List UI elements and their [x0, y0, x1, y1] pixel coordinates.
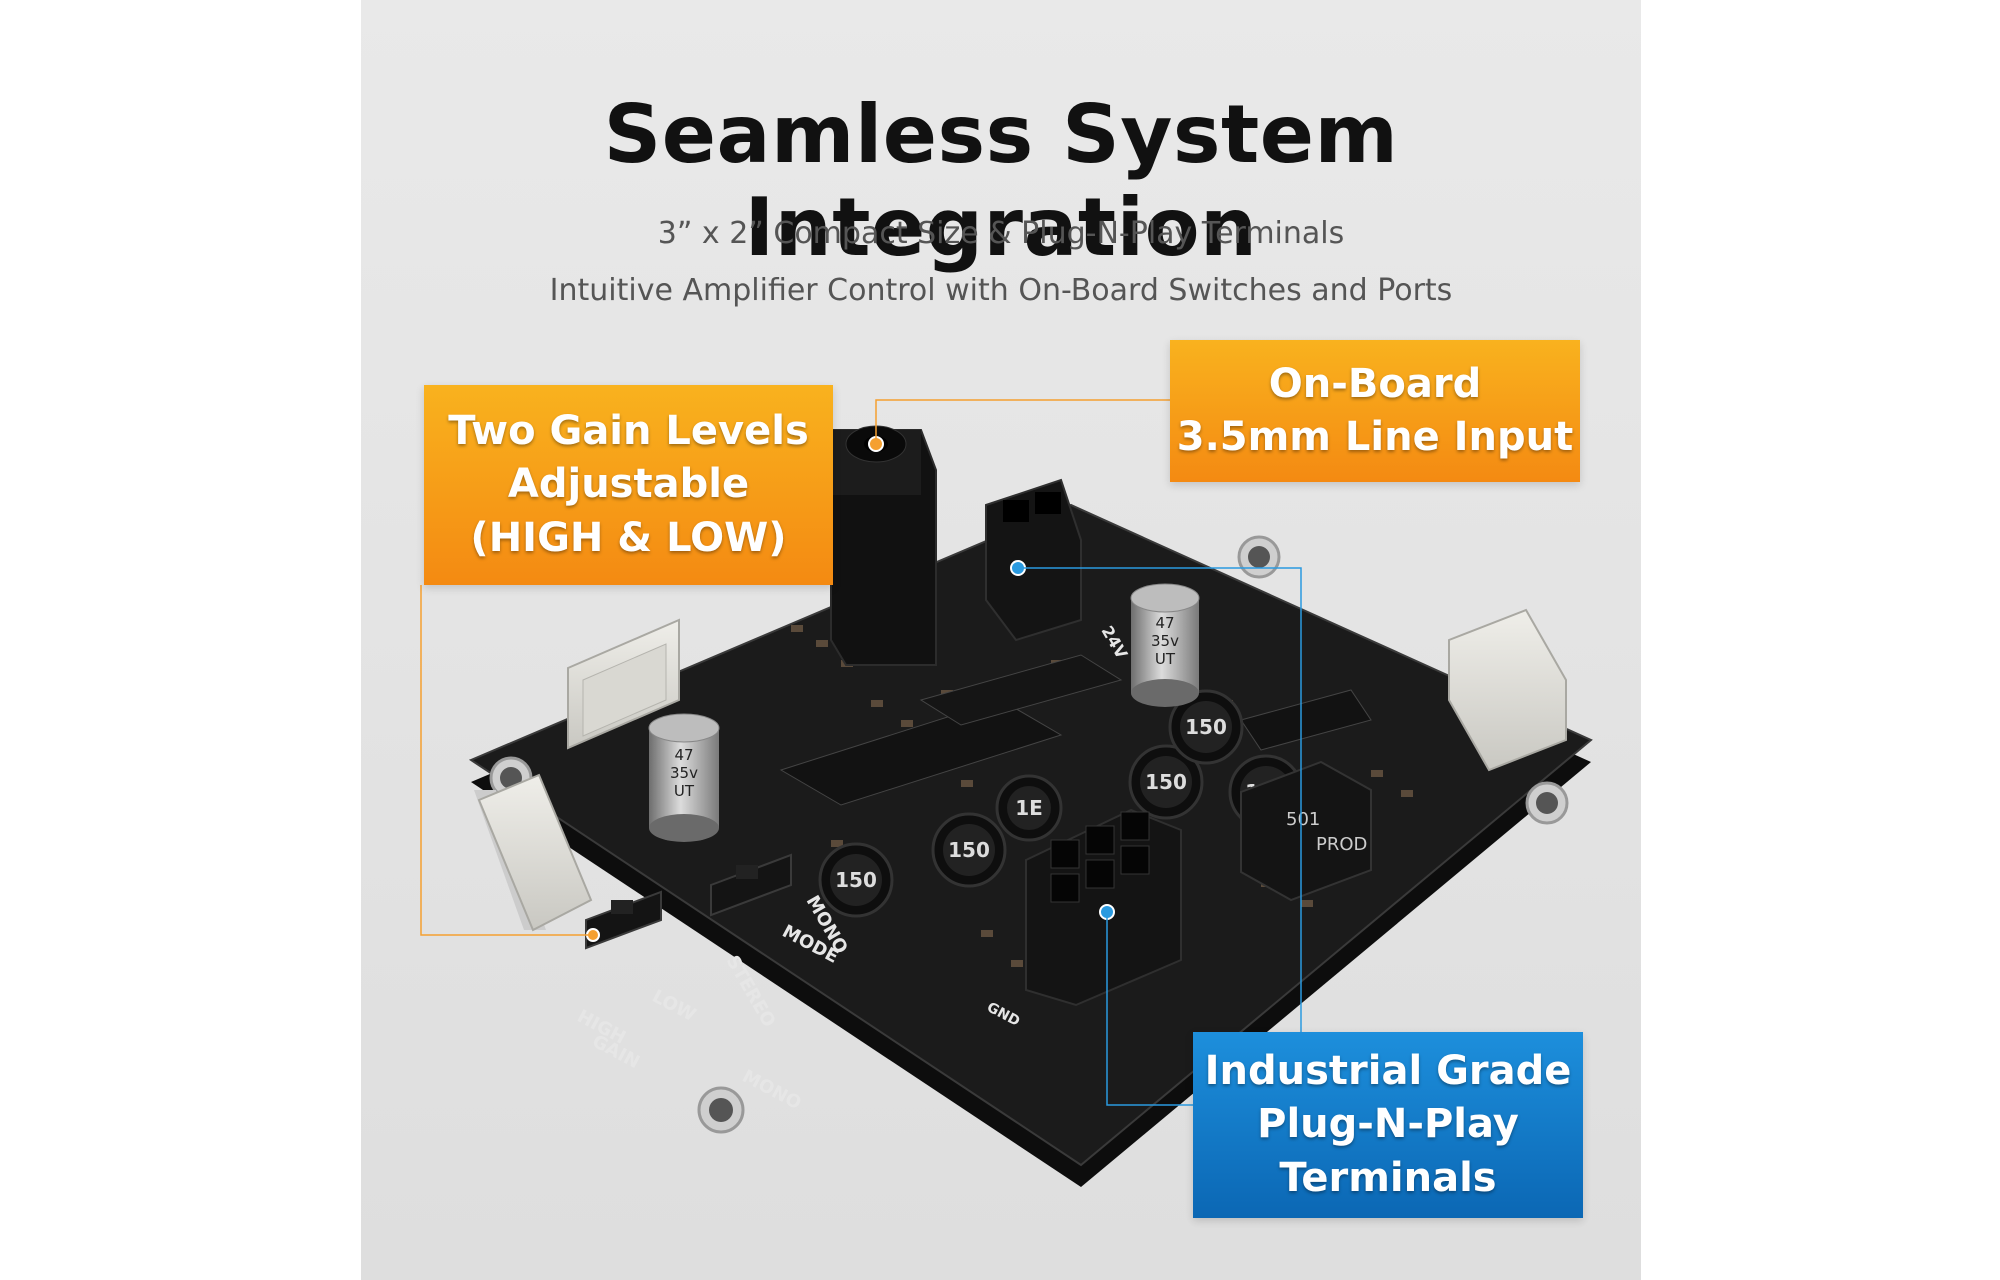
jst-connector-right [1448, 608, 1567, 772]
audio-jack-3-5mm [830, 425, 937, 666]
callout-gain-levels: Two Gain Levels Adjustable (HIGH & LOW) [424, 385, 833, 585]
cap-value: 47 [674, 746, 693, 764]
page-title: Seamless System Integration [603, 88, 1399, 274]
cap-voltage: 35v [670, 764, 698, 782]
callout-gain-line2: Adjustable [507, 461, 750, 508]
cap-series: UT [1155, 650, 1176, 668]
cap-voltage: 35v [1151, 632, 1179, 650]
gain-switch [585, 890, 662, 950]
callout-line-input-line1: On-Board [1268, 360, 1482, 407]
speaker-terminal-leader [1106, 912, 1193, 1106]
callout-leaders [420, 399, 1302, 1106]
callout-gain-line3: (HIGH & LOW) [470, 514, 787, 561]
callout-terminals-line3: Terminals [1279, 1154, 1497, 1201]
inductor-label: 150 [1185, 715, 1227, 739]
subtitle-control: Intuitive Amplifier Control with On-Boar… [549, 273, 1453, 308]
callout-gain-line1: Two Gain Levels [448, 408, 809, 455]
silkscreen-mono-led: MONO [739, 1066, 805, 1114]
mode-switch [710, 853, 792, 917]
inductor-label: 150 [835, 868, 877, 892]
inductors: 150 150 1E 150 150 150 [818, 689, 1304, 918]
speaker-terminal-6pin [1025, 808, 1182, 1007]
gain-leader [420, 585, 593, 936]
callout-line-input: On-Board 3.5mm Line Input [1170, 340, 1580, 482]
power-prod: PROD [1316, 834, 1367, 855]
jst-connector-top-left [567, 618, 680, 750]
jst-connector-left [474, 773, 593, 932]
inductor-label: 1E [1015, 796, 1043, 820]
cap-series: UT [674, 782, 695, 800]
capacitor-left: 47 35v UT [648, 713, 720, 842]
ic-chips [779, 654, 1372, 806]
callout-line-input-line2: 3.5mm Line Input [1176, 414, 1574, 460]
power-terminal-leader [1018, 567, 1302, 1032]
power-mark: 501 [1286, 809, 1320, 830]
silkscreen-low: LOW [649, 986, 700, 1026]
cap-value: 47 [1155, 614, 1174, 632]
inductor-label: 150 [1145, 770, 1187, 794]
subtitle-size: 3” x 2” Compact Size & Plug-N-Play Termi… [657, 216, 1345, 251]
line-input-leader [875, 399, 1170, 444]
power-terminal-top [985, 478, 1082, 642]
callout-terminals-line2: Plug-N-Play [1257, 1101, 1519, 1148]
product-panel: Seamless System Integration 3” x 2” Comp… [361, 0, 1641, 1280]
callout-terminals: Industrial Grade Plug-N-Play Terminals [1193, 1032, 1583, 1218]
capacitor-right: 47 35v UT [1130, 583, 1200, 707]
power-module: 501 PROD [1240, 760, 1372, 902]
amplifier-board-illustration: 150 150 1E 150 150 150 47 35v UT 47 35v … [420, 399, 1593, 1187]
callout-terminals-line1: Industrial Grade [1204, 1048, 1572, 1095]
inductor-label: 150 [948, 838, 990, 862]
